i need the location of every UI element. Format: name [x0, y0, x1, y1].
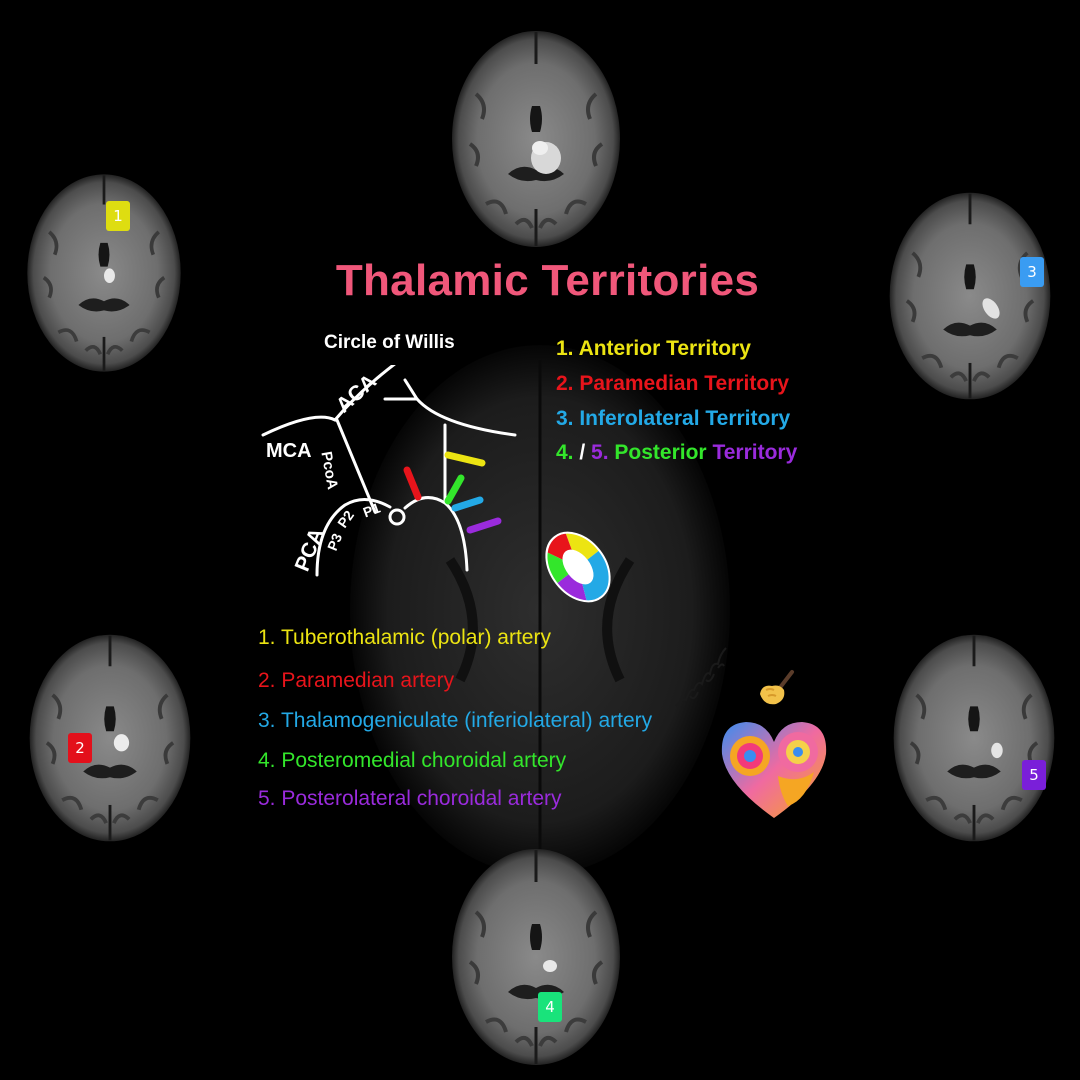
legend-territory-word: Territory	[712, 441, 798, 464]
artery-mark-tuberothalamic	[444, 451, 486, 467]
thalamus-territory-ring-icon	[545, 531, 611, 603]
diagram-heading: Circle of Willis	[324, 332, 455, 353]
legend-anterior-territory: 1. Anterior Territory	[556, 337, 751, 360]
scan-badge-1: 1	[106, 201, 130, 231]
artery-item-4: 4. Posteromedial choroidal artery	[258, 749, 567, 772]
artery-mark-posterolateral	[466, 517, 502, 534]
brain-scan-top	[450, 29, 622, 249]
artery-mark-posteromedial	[444, 474, 465, 505]
scan-badge-3: 3	[1020, 257, 1044, 287]
scan-badge-4: 4	[538, 992, 562, 1022]
scan-badge-2: 2	[68, 733, 92, 763]
page-title: Thalamic Territories	[335, 256, 760, 305]
legend-inferolateral-territory: 3. Inferolateral Territory	[556, 407, 791, 430]
scan-badge-5: 5	[1022, 760, 1046, 790]
handwritten-signature	[675, 647, 727, 707]
artery-item-1: 1. Tuberothalamic (polar) artery	[258, 626, 551, 649]
artery-item-3: 3. Thalamogeniculate (inferiolateral) ar…	[258, 709, 653, 732]
brain-scan-left-upper	[25, 172, 183, 374]
legend-posterior-slash: /	[579, 441, 586, 464]
writing-hand-emoji-icon	[760, 670, 794, 705]
legend-posterior-word: Posterior	[614, 441, 707, 464]
artery-mark-paramedian	[403, 466, 422, 501]
brain-scan-right-lower	[891, 632, 1057, 844]
circle-of-willis-diagram	[261, 365, 517, 577]
legend-posterior-num4: 4.	[556, 441, 574, 464]
legend-posterior-num5: 5.	[591, 441, 609, 464]
legend-posterior-territory: 4. / 5. Posterior Territory	[556, 441, 797, 465]
artery-item-2: 2. Paramedian artery	[258, 669, 455, 692]
legend-paramedian-territory: 2. Paramedian Territory	[556, 372, 790, 395]
brain-scan-bottom	[450, 847, 622, 1067]
artery-mark-thalamogeniculate	[451, 496, 484, 512]
brain-scan-left-lower	[27, 632, 193, 844]
brain-scan-right-upper	[887, 190, 1053, 402]
label-mca: MCA	[266, 440, 312, 462]
heart-logo-icon	[721, 722, 827, 818]
artery-item-5: 5. Posterolateral choroidal artery	[258, 787, 562, 810]
